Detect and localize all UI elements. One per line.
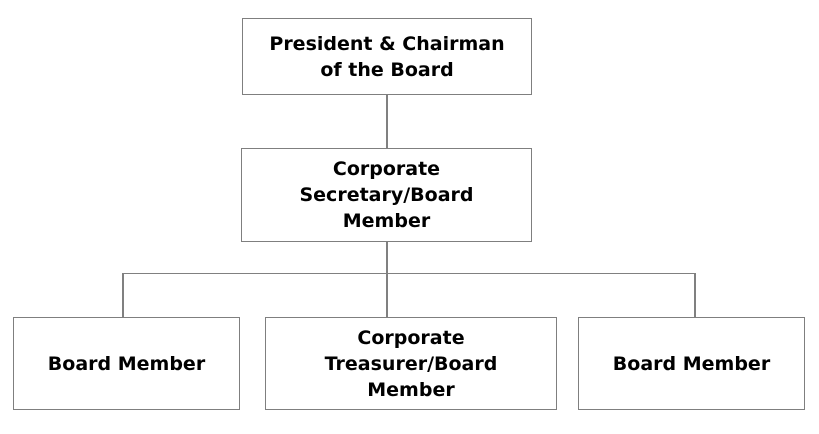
org-node-board-member-left: Board Member (13, 317, 240, 410)
org-node-board-member-right: Board Member (578, 317, 805, 410)
org-node-corporate-secretary: Corporate Secretary/Board Member (241, 148, 532, 242)
org-node-corporate-treasurer: Corporate Treasurer/Board Member (265, 317, 557, 410)
connector-secretary-to-bus (386, 242, 388, 273)
connector-drop-board-member-left (122, 272, 124, 318)
connector-drop-board-member-right (694, 272, 696, 318)
connector-president-to-secretary (386, 95, 388, 148)
connector-drop-treasurer (386, 272, 388, 318)
connector-horizontal-bus (122, 272, 696, 274)
org-node-president-chairman: President & Chairman of the Board (242, 18, 532, 95)
